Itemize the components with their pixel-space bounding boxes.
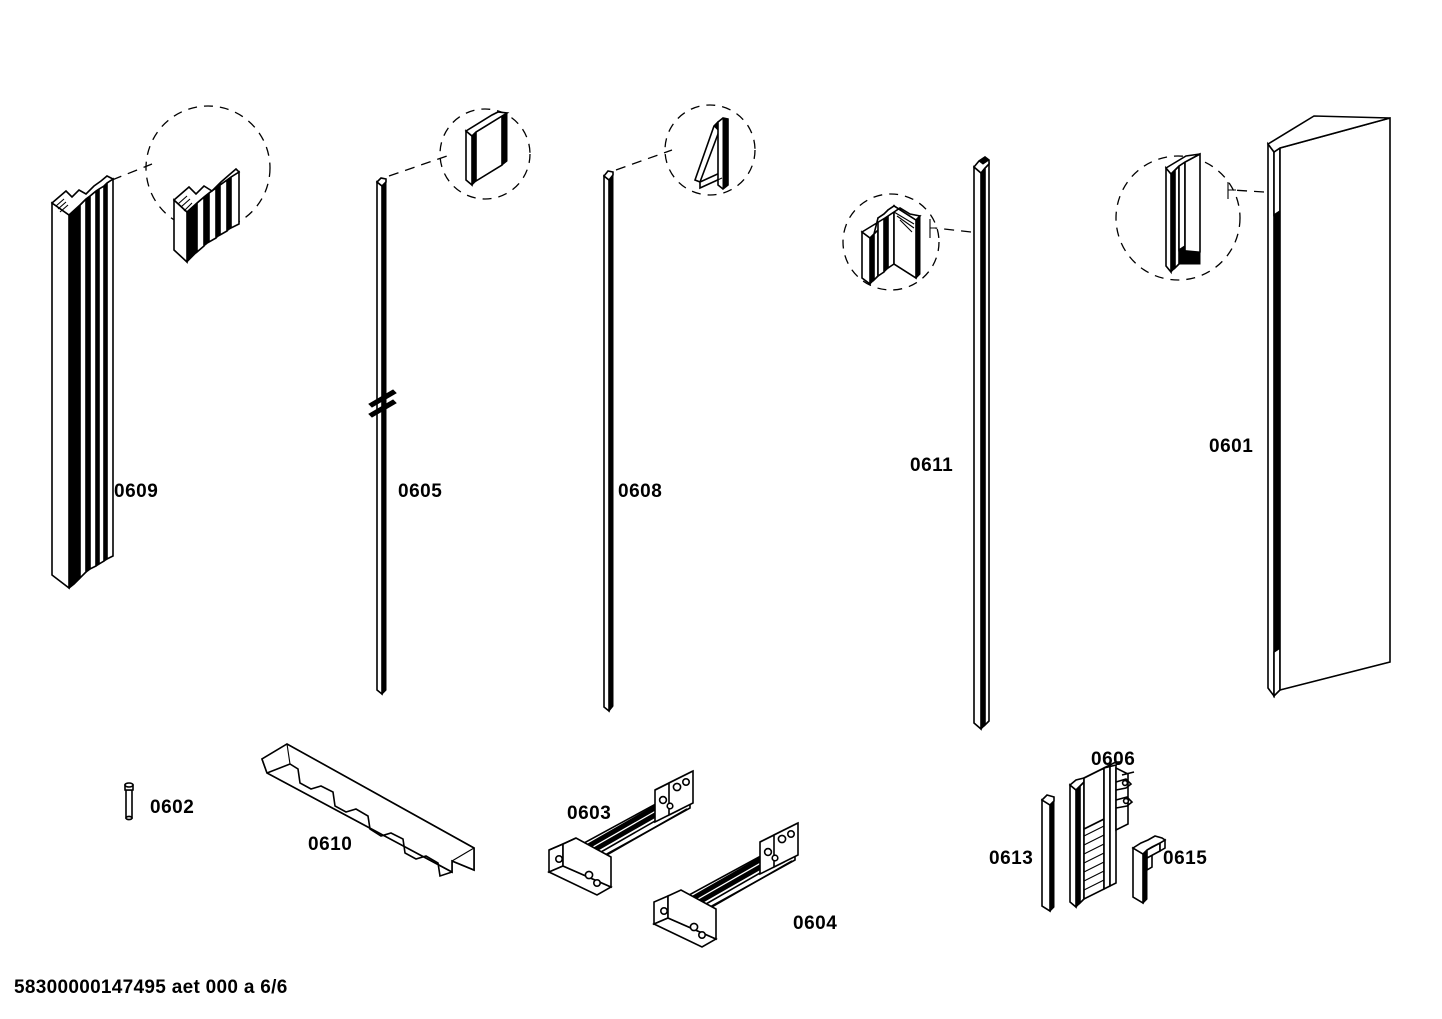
part-drawing-0601	[1266, 115, 1391, 699]
leader-line-0609	[111, 163, 153, 181]
detail-callout-0601	[1115, 152, 1241, 281]
part-label-0611: 0611	[910, 455, 954, 476]
leader-line-0611	[934, 227, 972, 233]
leader-line-0608	[615, 149, 673, 171]
part-label-0606: 0606	[1091, 749, 1136, 770]
leader-line-0601	[1231, 189, 1265, 193]
part-label-0613: 0613	[989, 848, 1034, 869]
part-drawing-0606	[1068, 760, 1135, 909]
sheet-footer-text: 58300000147495 aet 000 a 6/6	[14, 977, 288, 998]
leader-line-0605	[388, 155, 448, 177]
leader-tick-0601	[1227, 182, 1236, 199]
part-label-0603: 0603	[567, 803, 612, 824]
part-drawing-0610	[261, 743, 475, 878]
part-drawing-0611	[972, 156, 990, 731]
part-label-0605: 0605	[398, 481, 443, 502]
detail-callout-0608	[664, 104, 756, 196]
part-label-0601: 0601	[1209, 436, 1254, 457]
detail-callout-0609	[145, 105, 271, 264]
break-mark-0605	[368, 389, 397, 408]
detail-callout-0611	[842, 193, 940, 291]
part-drawing-0613	[1040, 794, 1055, 913]
part-label-0609: 0609	[114, 481, 159, 502]
part-drawing-0603	[547, 769, 694, 896]
part-label-0615: 0615	[1163, 848, 1208, 869]
part-drawing-0602	[124, 782, 134, 821]
part-label-0602: 0602	[150, 797, 195, 818]
part-drawing-0615	[1131, 835, 1167, 905]
part-label-0610: 0610	[308, 834, 353, 855]
leader-tick-0611	[929, 219, 937, 238]
detail-callout-0605	[439, 108, 531, 200]
part-drawing-0604	[652, 821, 799, 948]
part-drawing-0609	[50, 175, 115, 590]
part-drawing-0605	[368, 177, 397, 696]
part-drawing-0608	[602, 170, 614, 713]
part-label-0604: 0604	[793, 913, 838, 934]
part-label-0608: 0608	[618, 481, 663, 502]
